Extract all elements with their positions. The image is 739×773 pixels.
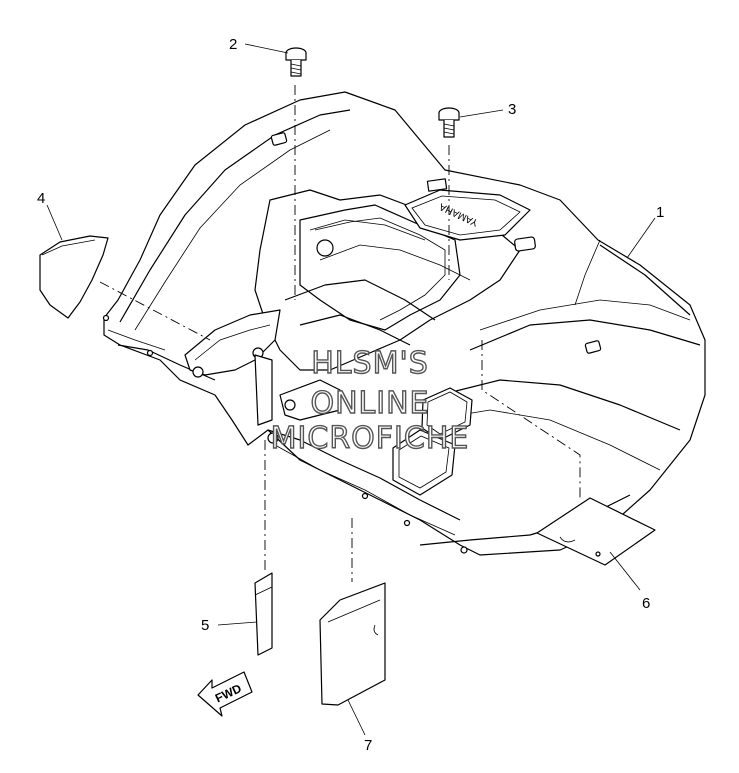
panel-7 [319,582,386,706]
fwd-direction-arrow: FWD [197,671,253,717]
callout-6: 6 [642,595,650,612]
watermark: HLSM'S ONLINE MICROFICHE [270,345,470,456]
callout-3: 3 [508,101,516,118]
rear-fender: YAMAHA [102,91,706,556]
watermark-line-1: HLSM'S [311,346,429,381]
bolt-2 [285,47,307,77]
callout-5: 5 [201,617,209,634]
bolt-3 [438,107,460,138]
callout-1: 1 [656,204,664,221]
assembly-lines [99,85,581,582]
watermark-line-2: ONLINE [310,386,429,421]
strip-5 [254,572,273,656]
leader-lines [46,43,656,736]
callout-2: 2 [229,36,237,53]
pad-4 [39,235,109,319]
watermark-line-3: MICROFICHE [271,421,470,456]
callout-4: 4 [37,190,45,207]
flap-6 [536,497,656,566]
callout-7: 7 [364,737,372,754]
callouts: 1 2 3 4 5 6 7 [37,36,664,754]
